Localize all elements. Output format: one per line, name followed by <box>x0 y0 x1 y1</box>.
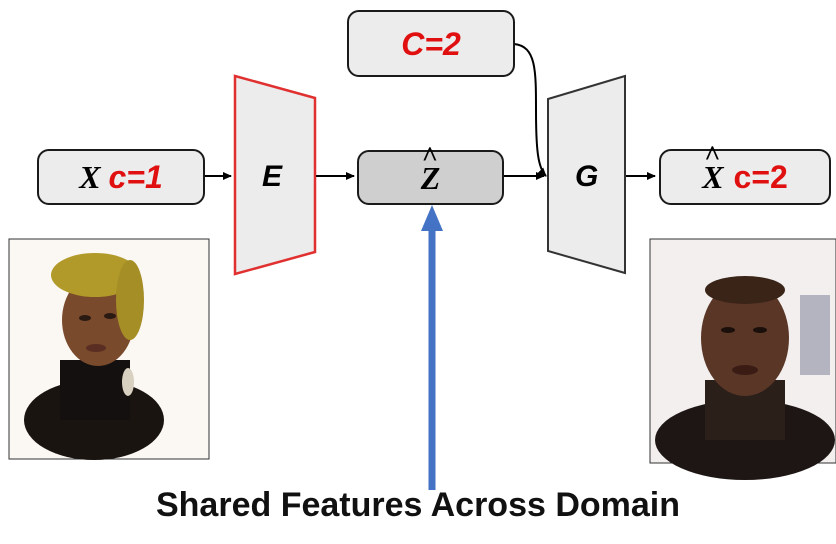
output-variable: X <box>702 159 724 195</box>
output-condition: c=2 <box>733 159 788 195</box>
encoder-label: E <box>262 160 283 193</box>
output-box: ^ X c=2 <box>659 143 831 205</box>
arrow-condition-to-generator <box>513 43 547 177</box>
latent-variable: Z <box>420 159 441 196</box>
input-condition: c=1 <box>108 159 163 195</box>
condition-label: C=2 <box>401 25 461 62</box>
latent-hat: ^ <box>421 141 438 173</box>
encoder-trapezoid <box>233 74 317 276</box>
generator-label: G <box>575 160 599 193</box>
input-variable: X <box>79 159 101 195</box>
latent-box: ^ Z <box>357 143 504 205</box>
caption: Shared Features Across Domain <box>155 486 681 524</box>
output-hat: ^ <box>704 141 721 172</box>
input-face-photo <box>8 238 210 460</box>
output-face-photo <box>649 238 836 480</box>
condition-box: C=2 <box>347 10 515 77</box>
input-box: X c=1 <box>37 149 205 205</box>
generator-trapezoid <box>547 74 626 275</box>
